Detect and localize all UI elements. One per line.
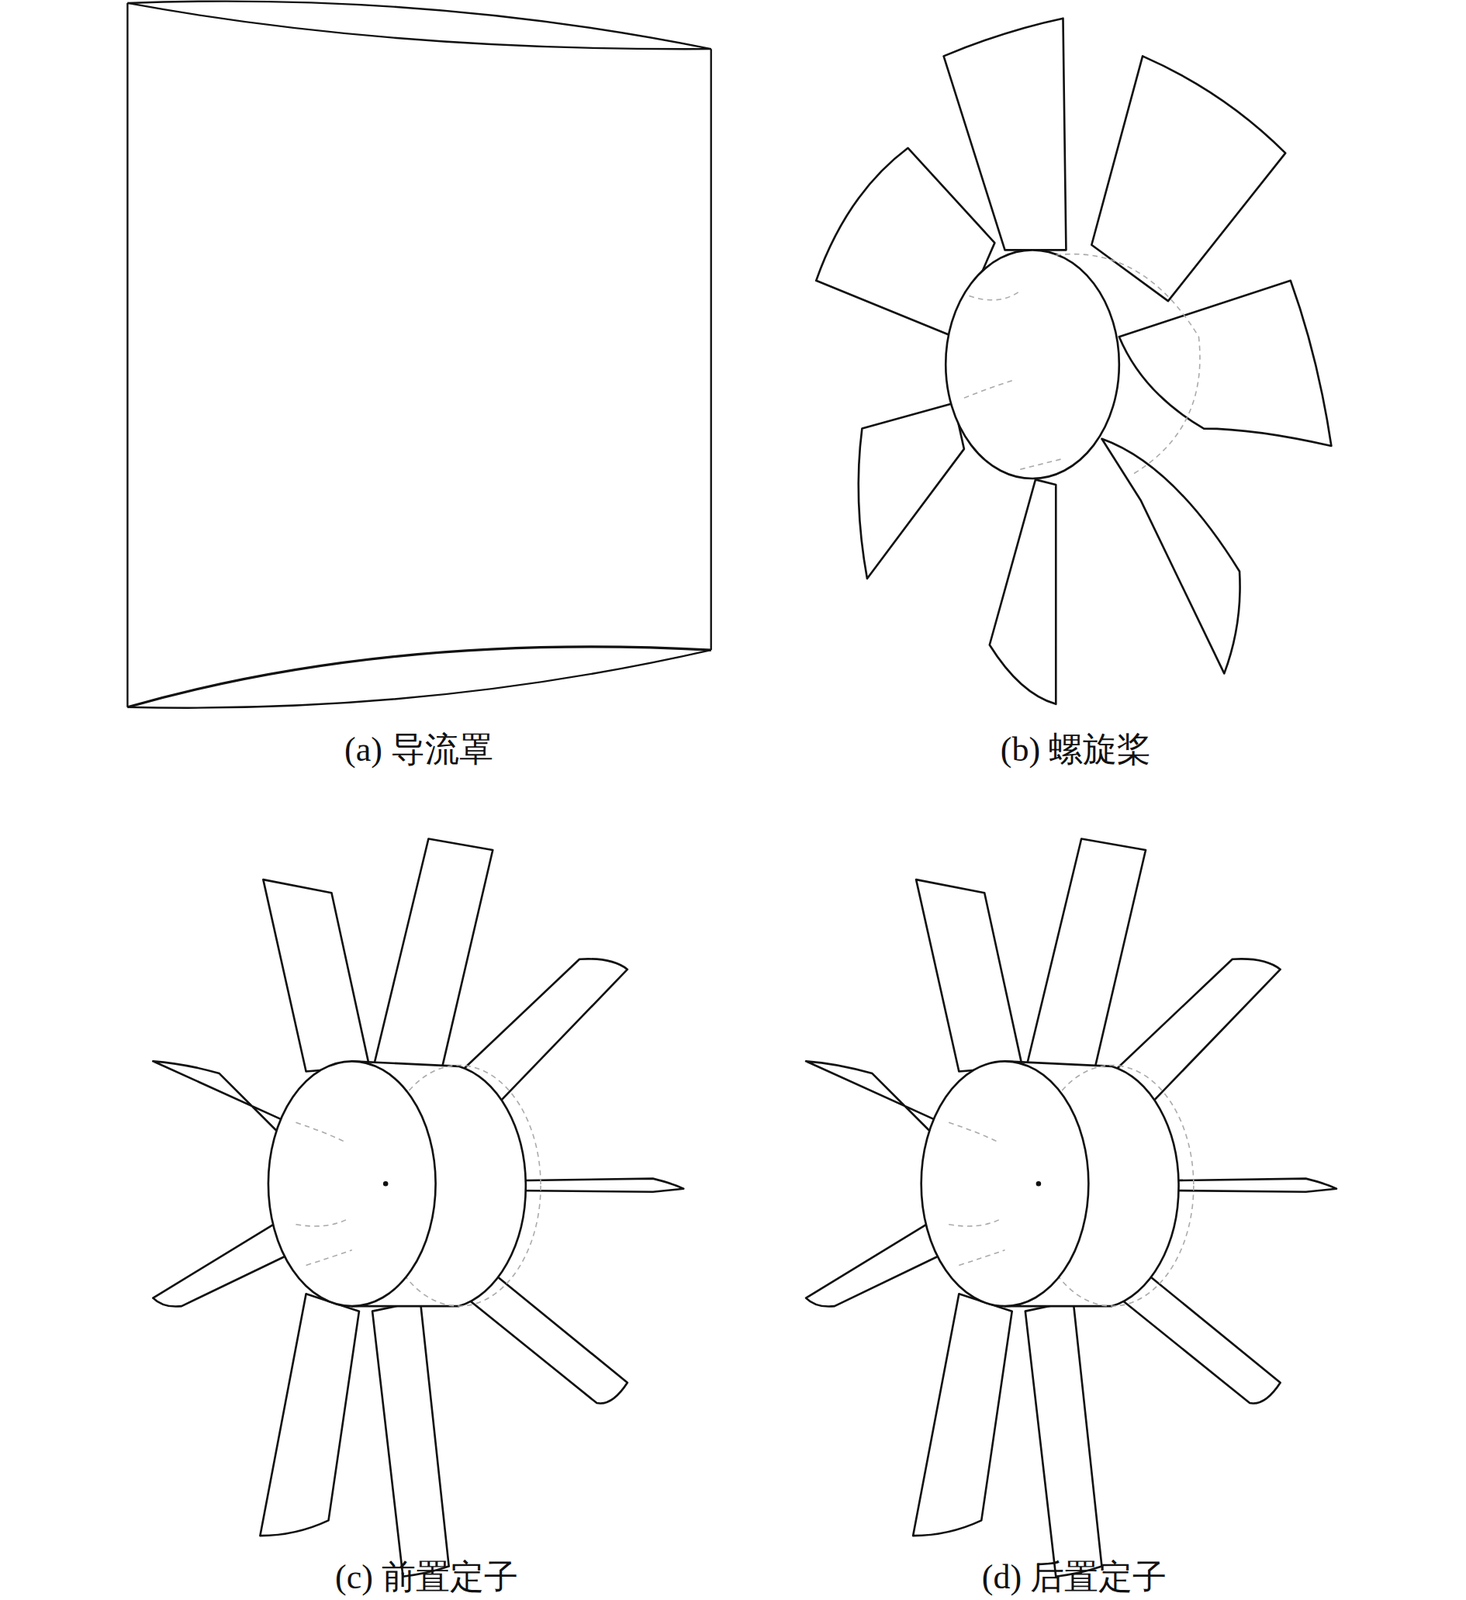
subfigure-caption: (c) 前置定子 bbox=[335, 1560, 519, 1595]
subfigure-caption: (d) 后置定子 bbox=[981, 1560, 1167, 1595]
subfigure-caption: (b) 螺旋桨 bbox=[1000, 733, 1152, 768]
subfigure-caption: (a) 导流罩 bbox=[344, 733, 494, 768]
